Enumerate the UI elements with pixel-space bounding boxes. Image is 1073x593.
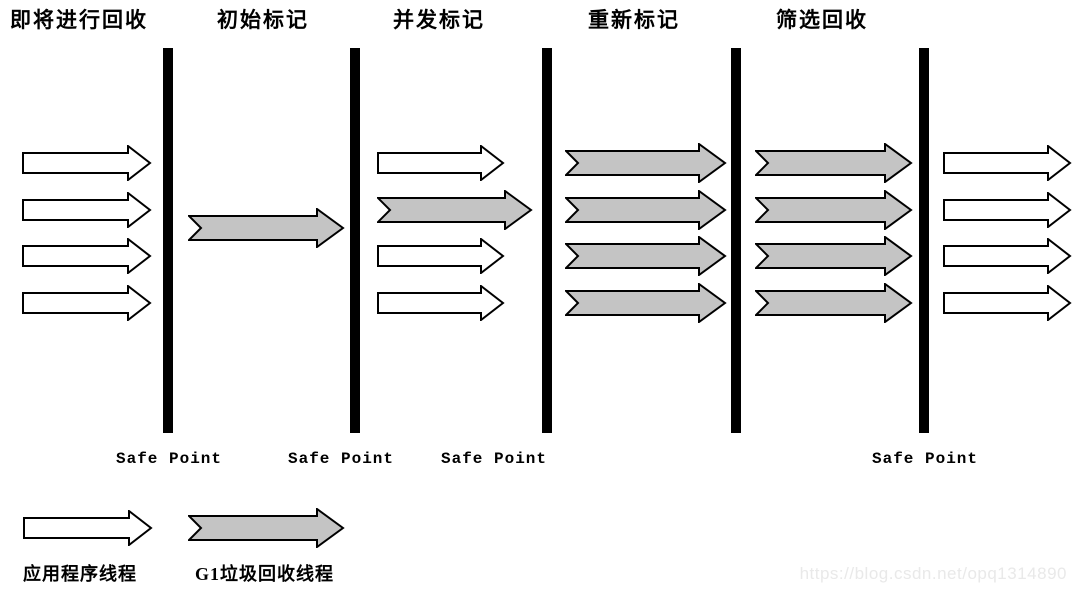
gc-thread-arrow	[565, 236, 727, 276]
safe-point-bar-1	[163, 48, 173, 433]
safe-point-bar-4	[731, 48, 741, 433]
gc-thread-arrow	[565, 190, 727, 230]
gc-thread-arrow	[755, 190, 913, 230]
safe-point-label-1: Safe Point	[115, 450, 223, 468]
app-thread-arrow	[943, 192, 1072, 228]
app-thread-arrow	[22, 285, 152, 321]
app-thread-arrow	[22, 145, 152, 181]
phase-label-pre-collection: 即将进行回收	[10, 8, 148, 32]
phase-label-remark: 重新标记	[588, 8, 680, 32]
phase-label-initial-mark: 初始标记	[217, 8, 309, 32]
safe-point-bar-2	[350, 48, 360, 433]
safe-point-label-4: Safe Point	[871, 450, 979, 468]
legend-gc-thread-label: G1垃圾回收线程	[195, 564, 335, 584]
app-thread-arrow	[943, 238, 1072, 274]
legend-app-thread-arrow	[23, 510, 153, 546]
safe-point-label-2: Safe Point	[287, 450, 395, 468]
app-thread-arrow	[943, 145, 1072, 181]
gc-thread-arrow	[755, 283, 913, 323]
safe-point-bar-3	[542, 48, 552, 433]
app-thread-arrow	[22, 192, 152, 228]
safe-point-bar-5	[919, 48, 929, 433]
app-thread-arrow	[22, 238, 152, 274]
app-thread-arrow	[943, 285, 1072, 321]
watermark-url: https://blog.csdn.net/opq1314890	[799, 564, 1067, 583]
app-thread-arrow	[377, 145, 505, 181]
gc-thread-arrow	[755, 143, 913, 183]
gc-thread-arrow	[188, 208, 345, 248]
app-thread-arrow	[377, 238, 505, 274]
gc-thread-arrow	[565, 283, 727, 323]
gc-thread-arrow	[565, 143, 727, 183]
app-thread-arrow	[377, 285, 505, 321]
safe-point-label-3: Safe Point	[440, 450, 548, 468]
phase-label-cleanup: 筛选回收	[776, 8, 868, 32]
gc-thread-arrow	[377, 190, 533, 230]
legend-app-thread-label: 应用程序线程	[23, 564, 137, 584]
gc-thread-arrow	[755, 236, 913, 276]
phase-label-concurrent-mark: 并发标记	[393, 8, 485, 32]
legend-gc-thread-arrow	[188, 508, 345, 548]
